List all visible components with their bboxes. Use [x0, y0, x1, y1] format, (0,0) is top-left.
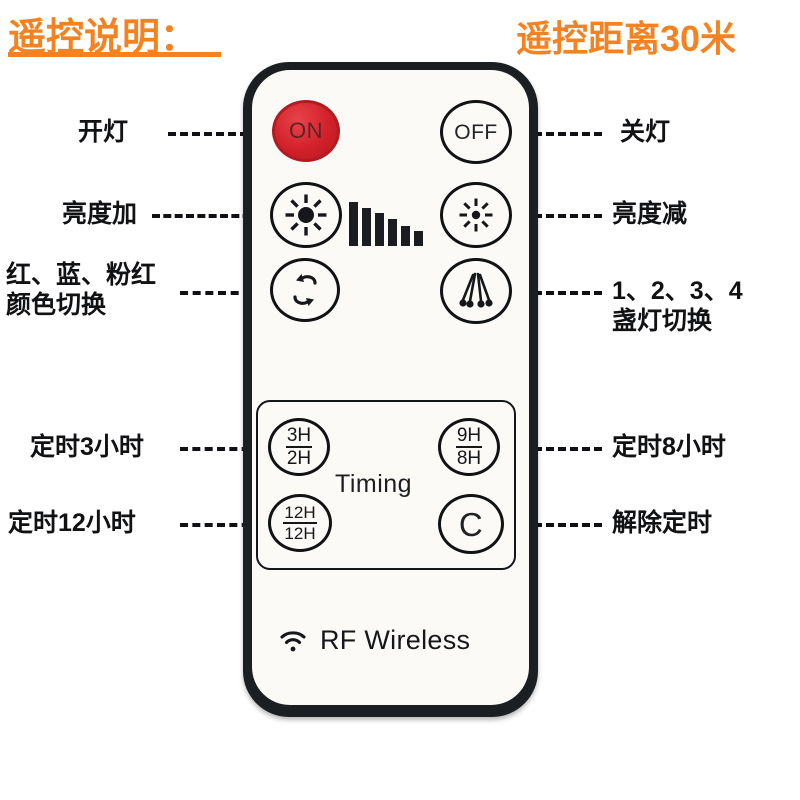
- callout-timer-8-hours: 定时8小时: [612, 433, 726, 461]
- timing-section-frame: [256, 400, 516, 570]
- timer-9h-fraction: 9H 8H: [455, 425, 483, 469]
- leader-timer-3h: [180, 447, 262, 451]
- brightness-up-button[interactable]: [270, 182, 342, 248]
- rf-wireless-text: RF Wireless: [320, 625, 471, 655]
- callout-timer-cancel: 解除定时: [612, 509, 713, 537]
- remote-face-panel: [252, 70, 529, 705]
- power-on-button[interactable]: ON: [272, 100, 340, 162]
- callout-brightness-down: 亮度减: [612, 200, 688, 228]
- power-on-label: ON: [289, 118, 323, 143]
- leader-timer-8h: [522, 447, 602, 451]
- timer-9h-numerator: 9H: [455, 425, 483, 448]
- timer-cancel-label: C: [458, 505, 484, 543]
- callout-color-switch-line2: 颜色切换: [6, 291, 107, 319]
- timer-3h-denominator: 2H: [286, 448, 312, 469]
- callout-lamp-count-line1: 1、2、3、4: [612, 277, 743, 305]
- leader-light-on: [168, 132, 260, 136]
- color-switch-button[interactable]: [270, 258, 340, 322]
- sun-small-icon: [456, 195, 496, 235]
- wifi-icon: [278, 628, 308, 654]
- leader-light-off: [522, 132, 602, 136]
- timer-cancel-button[interactable]: C: [438, 494, 504, 554]
- timing-section-label: Timing: [335, 470, 413, 498]
- power-off-label: OFF: [454, 120, 498, 144]
- timer-3h-fraction: 3H 2H: [285, 425, 313, 469]
- callout-timer-12-hours: 定时12小时: [8, 509, 136, 537]
- sun-large-icon: [283, 192, 329, 238]
- leader-timer-12h: [180, 523, 262, 527]
- leader-brightness-down: [522, 214, 602, 218]
- timer-9h-denominator: 8H: [456, 448, 482, 469]
- timer-12h-fraction: 12H 12H: [283, 503, 317, 543]
- timer-12h-button[interactable]: 12H 12H: [268, 494, 332, 552]
- callout-lamp-count-line2: 盏灯切换: [612, 307, 713, 335]
- page-title-right: 遥控距离30米: [516, 18, 737, 59]
- timer-3h-button[interactable]: 3H 2H: [268, 418, 330, 476]
- callout-timer-3-hours: 定时3小时: [30, 433, 144, 461]
- power-off-button[interactable]: OFF: [440, 100, 512, 164]
- leader-lamp-count: [522, 291, 602, 295]
- timer-12h-denominator: 12H: [284, 524, 316, 543]
- timer-12h-numerator: 12H: [283, 503, 317, 524]
- callout-brightness-up: 亮度加: [62, 200, 138, 228]
- brightness-down-button[interactable]: [440, 182, 512, 248]
- rf-wireless-footer: RF Wireless: [278, 625, 470, 656]
- callout-color-switch: 红、蓝、粉红 颜色切换: [6, 260, 156, 320]
- color-cycle-arrows-icon: [285, 270, 325, 310]
- timer-9h-button[interactable]: 9H 8H: [438, 418, 500, 476]
- leader-timer-cancel: [522, 523, 602, 527]
- leader-brightness-up: [152, 214, 262, 218]
- callout-lamp-count: 1、2、3、4 盏灯切换: [612, 276, 743, 336]
- leader-color-switch: [180, 291, 264, 295]
- brightness-level-bars-graphic: [349, 190, 437, 246]
- callout-light-off: 关灯: [620, 118, 671, 146]
- timer-3h-numerator: 3H: [285, 425, 313, 448]
- four-lamps-icon: [454, 270, 498, 312]
- page-title-underline: [8, 52, 221, 57]
- callout-light-on: 开灯: [78, 118, 129, 146]
- callout-color-switch-line1: 红、蓝、粉红: [6, 261, 157, 289]
- remote-control-body: [243, 62, 538, 717]
- lamp-count-switch-button[interactable]: [440, 258, 512, 324]
